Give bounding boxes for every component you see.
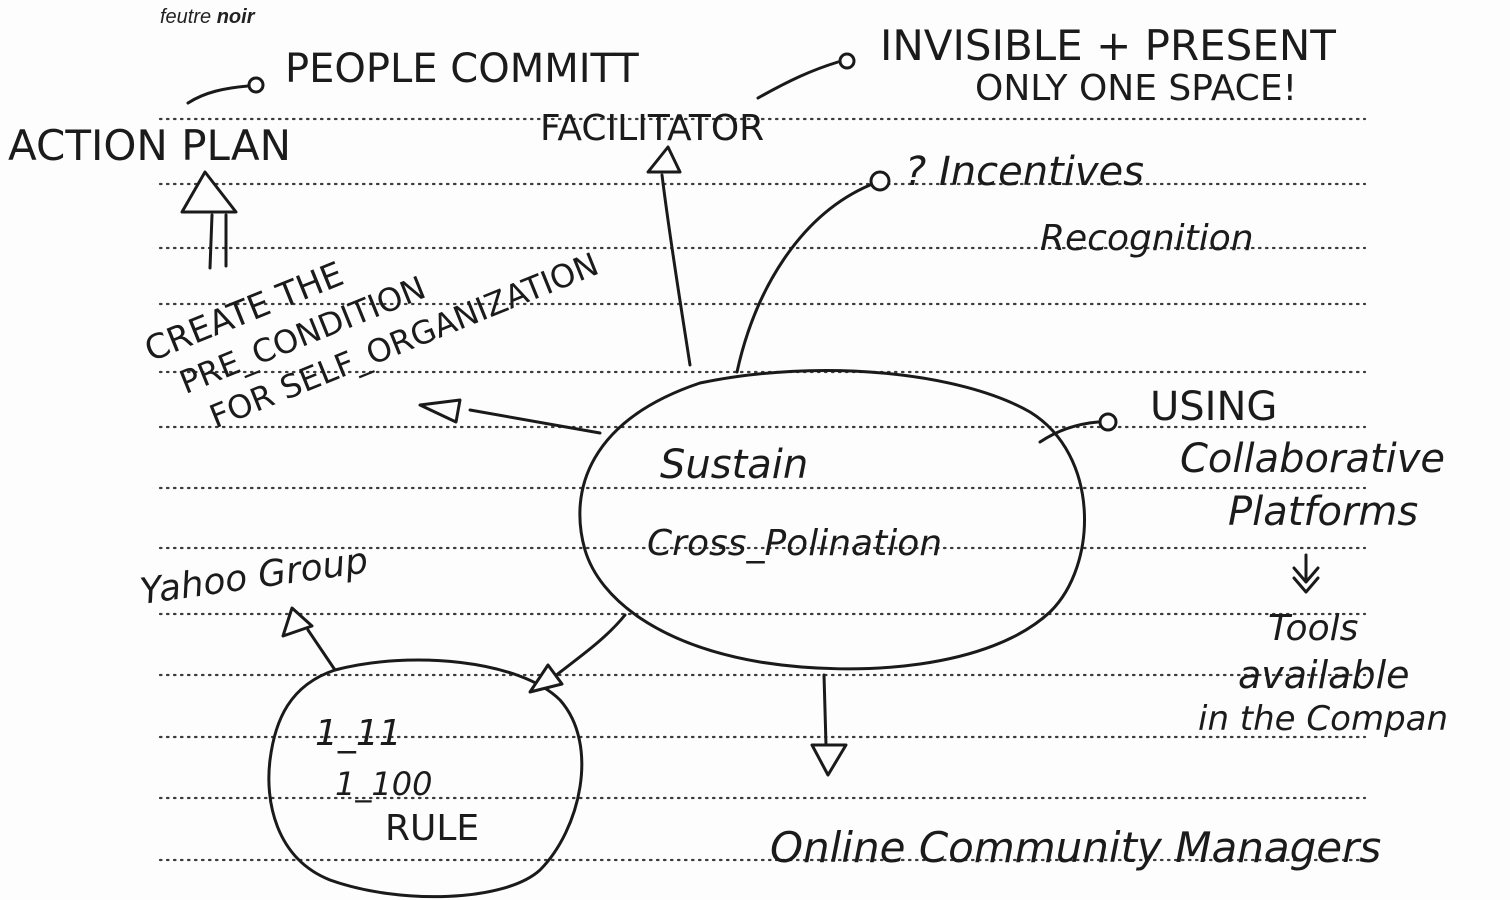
label-invisible-2: ONLY ONE SPACE!	[975, 68, 1297, 109]
connector-yahoo	[306, 628, 337, 672]
rule-node-outline	[267, 658, 584, 899]
label-rule-1: 1_11	[315, 713, 402, 754]
connector-managers	[822, 673, 828, 747]
center-node-outline	[578, 369, 1086, 671]
label-center-1: Sustain	[660, 442, 808, 488]
pen-type: feutre	[160, 6, 212, 28]
label-using: USING	[1150, 384, 1277, 430]
arrowhead-precondition-icon	[418, 398, 462, 424]
label-collaborative: Collaborative	[1180, 436, 1445, 482]
label-rule-3: RULE	[385, 808, 479, 849]
connector-tools	[1292, 553, 1320, 594]
label-tools-3: in the Compan	[1198, 699, 1448, 739]
label-rule-2: 1_100	[335, 765, 432, 803]
connector-precondition	[468, 408, 602, 435]
node-dot-invisible-icon	[838, 52, 856, 70]
connector-rule	[548, 613, 627, 682]
arrowhead-actionplan-icon	[180, 170, 238, 214]
pen-note: feutre noir	[160, 6, 255, 29]
labels: Sustain Cross_Polination ACTION PLAN PEO…	[8, 21, 1448, 872]
arrowhead-managers-icon	[810, 743, 848, 777]
label-online-managers: Online Community Managers	[770, 823, 1381, 872]
label-platforms: Platforms	[1228, 489, 1418, 535]
label-tools-2: available	[1238, 653, 1410, 697]
connector-invisible	[756, 60, 840, 100]
label-incentives: ? Incentives	[905, 149, 1144, 195]
connector-actionplan	[208, 213, 228, 270]
connector-peoplecommit	[186, 84, 250, 105]
arrowhead-facilitator-icon	[646, 145, 682, 174]
node-dot-using-icon	[1098, 412, 1118, 432]
label-facilitator: FACILITATOR	[540, 108, 764, 149]
label-center-2: Cross_Polination	[647, 523, 942, 564]
label-tools-1: Tools	[1268, 608, 1358, 649]
label-yahoo-group: Yahoo Group	[138, 540, 371, 613]
label-people-commit: PEOPLE COMMITT	[285, 46, 639, 92]
ruled-lines	[158, 117, 1367, 862]
connector-using	[1038, 420, 1100, 444]
label-recognition: Recognition	[1040, 218, 1254, 259]
node-dot-peoplecommit-icon	[247, 76, 265, 94]
connector-facilitator	[660, 173, 692, 367]
node-dot-incentives-icon	[869, 170, 891, 192]
label-invisible-1: INVISIBLE + PRESENT	[880, 21, 1336, 70]
connector-incentives	[735, 183, 872, 374]
pen-color: noir	[216, 6, 255, 28]
label-action-plan: ACTION PLAN	[8, 121, 291, 170]
arrowhead-rule-icon	[528, 663, 564, 694]
arrowhead-yahoo-icon	[281, 606, 314, 638]
connectors	[180, 52, 1320, 777]
